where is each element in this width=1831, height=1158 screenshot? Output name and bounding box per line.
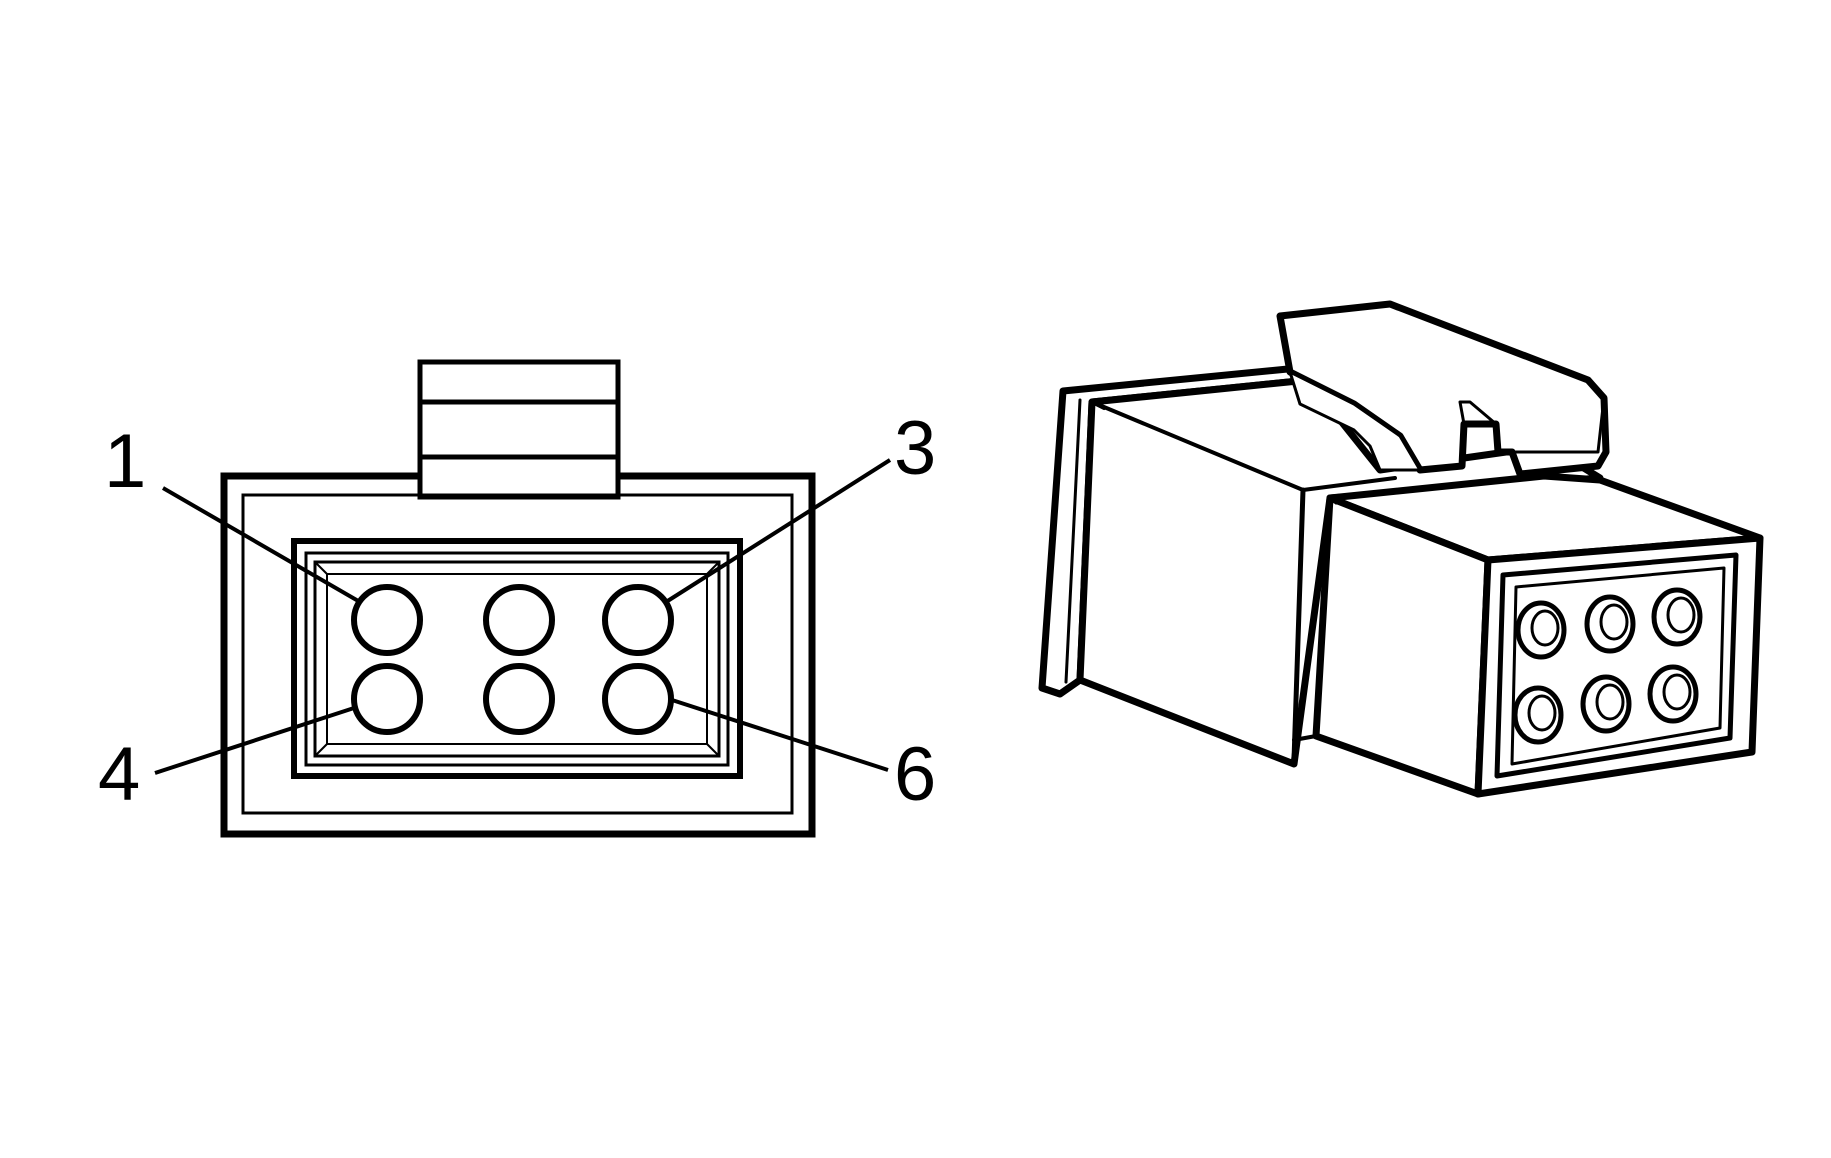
- terminal-hole-4: [1512, 685, 1564, 745]
- terminal-hole-1: [1515, 600, 1567, 660]
- connector-perspective-view: [1038, 300, 1764, 798]
- cavity-pin-5: [483, 663, 555, 735]
- cavity-pin-3: [602, 584, 674, 656]
- housing-outline: [220, 472, 816, 838]
- cavity-frame: [291, 538, 743, 779]
- cavity-pin-6: [602, 663, 674, 735]
- pin-label-1: 1: [104, 419, 146, 504]
- leader-lines: [154, 458, 892, 775]
- cavity-pin-4: [351, 663, 423, 735]
- cavity-pin-2: [483, 584, 555, 656]
- terminal-hole-3: [1651, 587, 1703, 647]
- terminal-hole-2: [1584, 594, 1636, 654]
- terminal-hole-5: [1580, 674, 1632, 734]
- leader-line-3: [664, 458, 892, 604]
- pin-label-6: 6: [894, 732, 936, 817]
- connector-front-view: [154, 359, 892, 838]
- leader-line-6: [671, 698, 889, 772]
- latch: [1276, 300, 1610, 478]
- leader-line-1: [161, 486, 362, 604]
- cavity-pin-1: [351, 584, 423, 656]
- locking-tab: [417, 359, 621, 500]
- terminal-cavities: [351, 584, 674, 735]
- leader-line-4: [154, 706, 355, 775]
- pin-labels: 1 3 4 6: [98, 406, 936, 817]
- pin-label-3: 3: [894, 406, 936, 491]
- pin-label-4: 4: [98, 732, 140, 817]
- terminal-hole-6: [1647, 664, 1699, 724]
- perspective-terminal-holes: [1512, 587, 1703, 745]
